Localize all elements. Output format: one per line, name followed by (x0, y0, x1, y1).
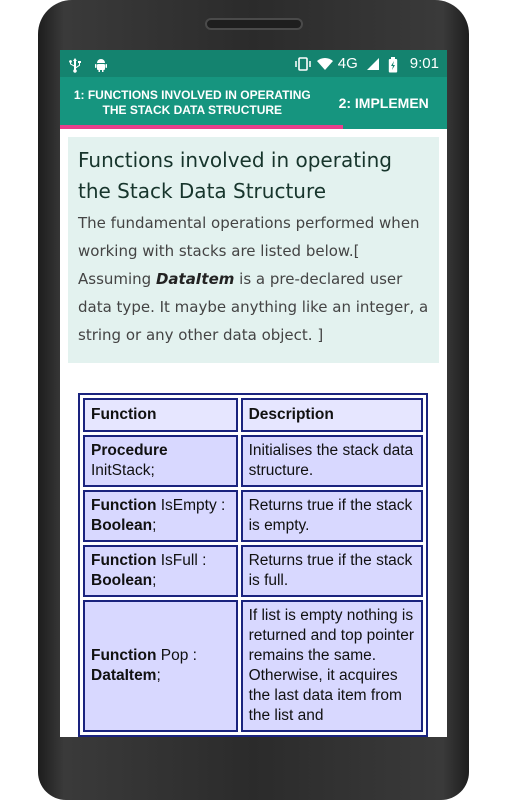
description-cell: Initialises the stack data structure. (240, 435, 423, 487)
status-bar: 4G 9:01 (60, 50, 447, 77)
intro-text-part1: The fundamental operations performed whe… (78, 214, 420, 288)
function-cell: Function IsEmpty : Boolean; (83, 490, 238, 542)
signal-icon (366, 57, 380, 71)
function-name: Pop : (156, 647, 197, 664)
intro-title: Functions involved in operating the Stac… (78, 148, 392, 203)
function-keyword: Function (91, 497, 157, 514)
intro-text-part2: is a pre-declared user data type. It may… (78, 270, 429, 344)
tab-indicator (60, 125, 343, 129)
content-area: Functions involved in operating the Stac… (60, 129, 447, 737)
function-cell: Procedure InitStack; (83, 435, 238, 487)
function-cell: Function Pop : DataItem; (83, 600, 238, 732)
table-header-row: Function Description (83, 398, 423, 432)
table-row: Function IsEmpty : Boolean; Returns true… (83, 490, 423, 542)
usb-icon (68, 57, 82, 73)
clock: 9:01 (409, 55, 439, 72)
wifi-icon (316, 57, 333, 71)
return-type: Boolean (91, 572, 153, 589)
intro-emphasis: DataItem (155, 270, 235, 288)
return-type-suffix: ; (156, 667, 161, 684)
battery-charging-icon (388, 56, 402, 72)
function-name: IsEmpty : (156, 497, 226, 514)
intro-box: Functions involved in operating the Stac… (68, 137, 439, 363)
network-type: 4G (337, 55, 358, 72)
function-cell: Function IsFull : Boolean; (83, 545, 238, 597)
return-type-suffix: ; (152, 517, 157, 534)
return-type: Boolean (91, 517, 153, 534)
phone-frame: 4G 9:01 1: FUNCTIONS INVOLVED IN OPERATI… (38, 0, 469, 800)
vibrate-icon (294, 56, 311, 71)
function-name: IsFull : (156, 552, 207, 569)
description-cell: Returns true if the stack is full. (240, 545, 423, 597)
tab-functions-line1: 1: FUNCTIONS INVOLVED IN OPERATING (73, 88, 311, 102)
return-type-suffix: ; (152, 572, 157, 589)
tab-functions[interactable]: 1: FUNCTIONS INVOLVED IN OPERATING THE S… (60, 77, 325, 129)
table-row: Procedure InitStack; Initialises the sta… (83, 435, 423, 487)
table-row: Function Pop : DataItem; If list is empt… (83, 600, 423, 732)
tab-implementation[interactable]: 2: IMPLEMEN (325, 77, 447, 129)
android-icon (94, 57, 108, 72)
function-name: InitStack; (91, 462, 155, 479)
function-keyword: Procedure (91, 442, 168, 459)
return-type: DataItem (91, 667, 157, 684)
screen: 4G 9:01 1: FUNCTIONS INVOLVED IN OPERATI… (60, 50, 447, 737)
header-description: Description (240, 398, 423, 432)
functions-table-wrap: Function Description Procedure InitStack… (78, 393, 428, 737)
functions-table: Function Description Procedure InitStack… (78, 393, 428, 737)
function-keyword: Function (91, 647, 157, 664)
tab-functions-line2: THE STACK DATA STRUCTURE (102, 103, 283, 117)
description-cell: Returns true if the stack is empty. (240, 490, 423, 542)
phone-speaker (205, 18, 303, 30)
header-function: Function (83, 398, 238, 432)
function-keyword: Function (91, 552, 157, 569)
tab-bar: 1: FUNCTIONS INVOLVED IN OPERATING THE S… (60, 77, 447, 129)
tab-implementation-label: 2: IMPLEMEN (338, 95, 429, 111)
table-row: Function IsFull : Boolean; Returns true … (83, 545, 423, 597)
intro-text: The fundamental operations performed whe… (78, 209, 429, 349)
description-cell: If list is empty nothing is returned and… (240, 600, 423, 732)
